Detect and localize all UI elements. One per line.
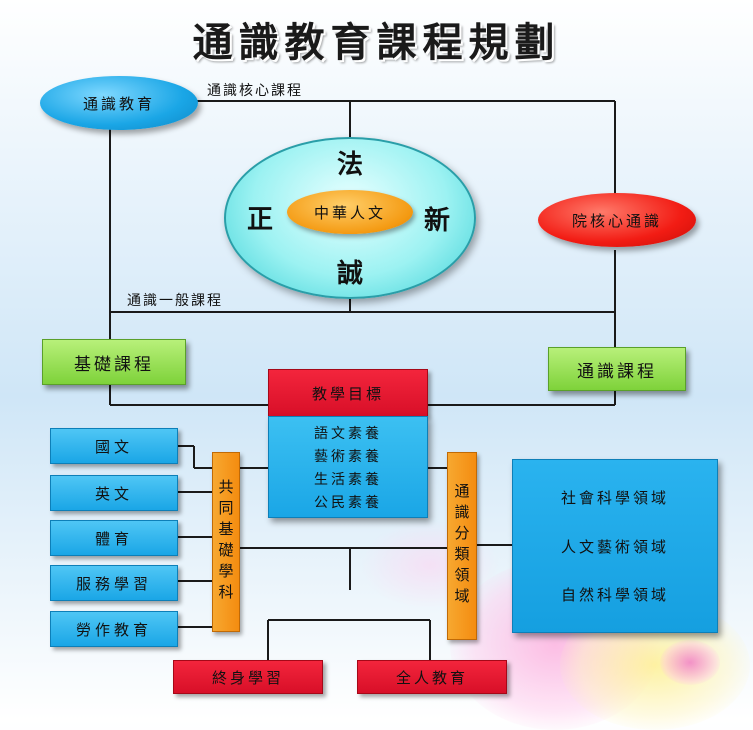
teaching-goal-item: 生活素養	[314, 471, 382, 488]
lifelong-learning-box: 終身學習	[173, 660, 323, 694]
decorative-flower-small	[660, 640, 720, 685]
core-courses-label: 通識核心課程	[207, 83, 303, 99]
circle-char-left: 正	[247, 205, 274, 235]
teaching-goals-title: 教學目標	[268, 369, 428, 417]
fields-panel: 社會科學領域 人文藝術領域 自然科學領域	[512, 459, 718, 633]
general-education-node: 通識教育	[40, 76, 198, 130]
general-courses-label: 通識一般課程	[127, 293, 223, 309]
common-foundation-bar: 共同基礎學科	[212, 452, 240, 632]
subject-labor-education-box: 勞作教育	[50, 611, 178, 647]
subject-chinese-box: 國文	[50, 428, 178, 464]
page-title: 通識教育課程規劃	[192, 19, 561, 66]
teaching-goals-panel: 語文素養 藝術素養 生活素養 公民素養	[268, 416, 428, 518]
subject-service-learning-box: 服務學習	[50, 565, 178, 601]
field-item-social-science: 社會科學領域	[560, 489, 669, 508]
ge-course-box: 通識課程	[548, 347, 686, 391]
subject-pe-box: 體育	[50, 520, 178, 556]
ge-category-bar: 通識分類領域	[447, 452, 477, 640]
teaching-goal-item: 語文素養	[314, 425, 382, 442]
circle-char-right: 新	[424, 206, 451, 236]
subject-english-box: 英文	[50, 475, 178, 511]
field-item-natural-science: 自然科學領域	[560, 585, 669, 604]
foundation-course-box: 基礎課程	[42, 339, 186, 385]
teaching-goal-item: 藝術素養	[314, 448, 382, 465]
circle-char-bottom: 誠	[337, 259, 364, 289]
field-item-humanities-arts: 人文藝術領域	[560, 537, 669, 556]
college-core-node: 院核心通識	[538, 193, 696, 247]
holistic-education-box: 全人教育	[357, 660, 507, 694]
teaching-goal-item: 公民素養	[314, 494, 382, 511]
chinese-humanities-node: 中華人文	[287, 190, 413, 234]
circle-char-top: 法	[337, 150, 364, 180]
